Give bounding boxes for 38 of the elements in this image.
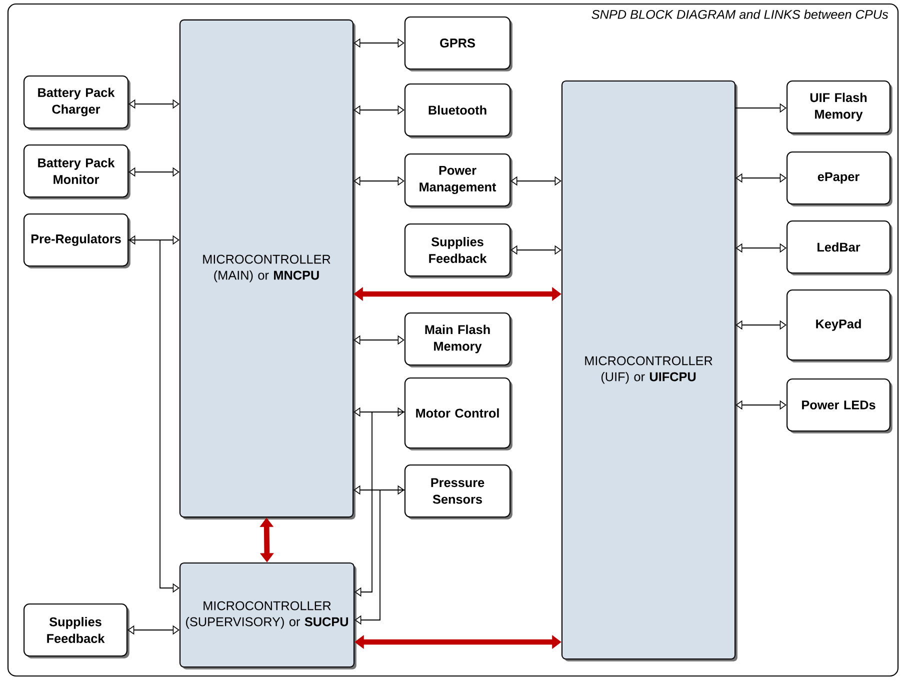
arrow <box>736 320 786 330</box>
arrow <box>128 235 180 245</box>
module-box: UIF Flash Memory <box>786 80 892 136</box>
arrow <box>736 173 786 183</box>
module-box: ePaper <box>786 151 892 206</box>
arrow <box>736 243 786 253</box>
module-box: Power LEDs <box>786 378 892 434</box>
title: SNPD BLOCK DIAGRAM and LINKS between CPUs <box>592 10 888 19</box>
module-box: Power Management <box>404 153 512 208</box>
microcontroller-box: MICROCONTROLLER (UIF) or UIFCPU <box>561 80 738 662</box>
module-box: Battery Pack Charger <box>23 75 130 130</box>
arrow <box>128 625 180 635</box>
arrow <box>354 412 405 597</box>
arrow <box>354 105 404 115</box>
module-box: Main Flash Memory <box>404 312 512 368</box>
arrow <box>128 167 180 177</box>
arrow <box>510 245 562 255</box>
module-box: KeyPad <box>786 289 892 362</box>
module-box: Motor Control <box>404 377 512 450</box>
module-box: LedBar <box>786 220 892 276</box>
arrow <box>354 38 404 48</box>
module-box: Supplies Feedback <box>24 603 130 658</box>
arrow <box>354 407 404 417</box>
arrow <box>354 490 405 625</box>
arrow <box>354 335 404 345</box>
arrow <box>736 400 786 410</box>
module-box: Pressure Sensors <box>404 464 512 520</box>
arrow <box>510 176 562 186</box>
arrow <box>354 485 404 495</box>
module-box: Bluetooth <box>404 83 512 138</box>
module-box: Pre-Regulators <box>23 213 130 268</box>
microcontroller-box: MICROCONTROLLER (MAIN) or MNCPU <box>179 19 356 520</box>
arrow <box>128 99 180 109</box>
module-box: GPRS <box>404 16 512 72</box>
module-box: Supplies Feedback <box>404 223 512 278</box>
arrow <box>354 176 404 186</box>
module-box: Battery Pack Monitor <box>23 144 130 200</box>
microcontroller-box: MICROCONTROLLER (SUPERVISORY) or SUCPU <box>179 562 356 670</box>
